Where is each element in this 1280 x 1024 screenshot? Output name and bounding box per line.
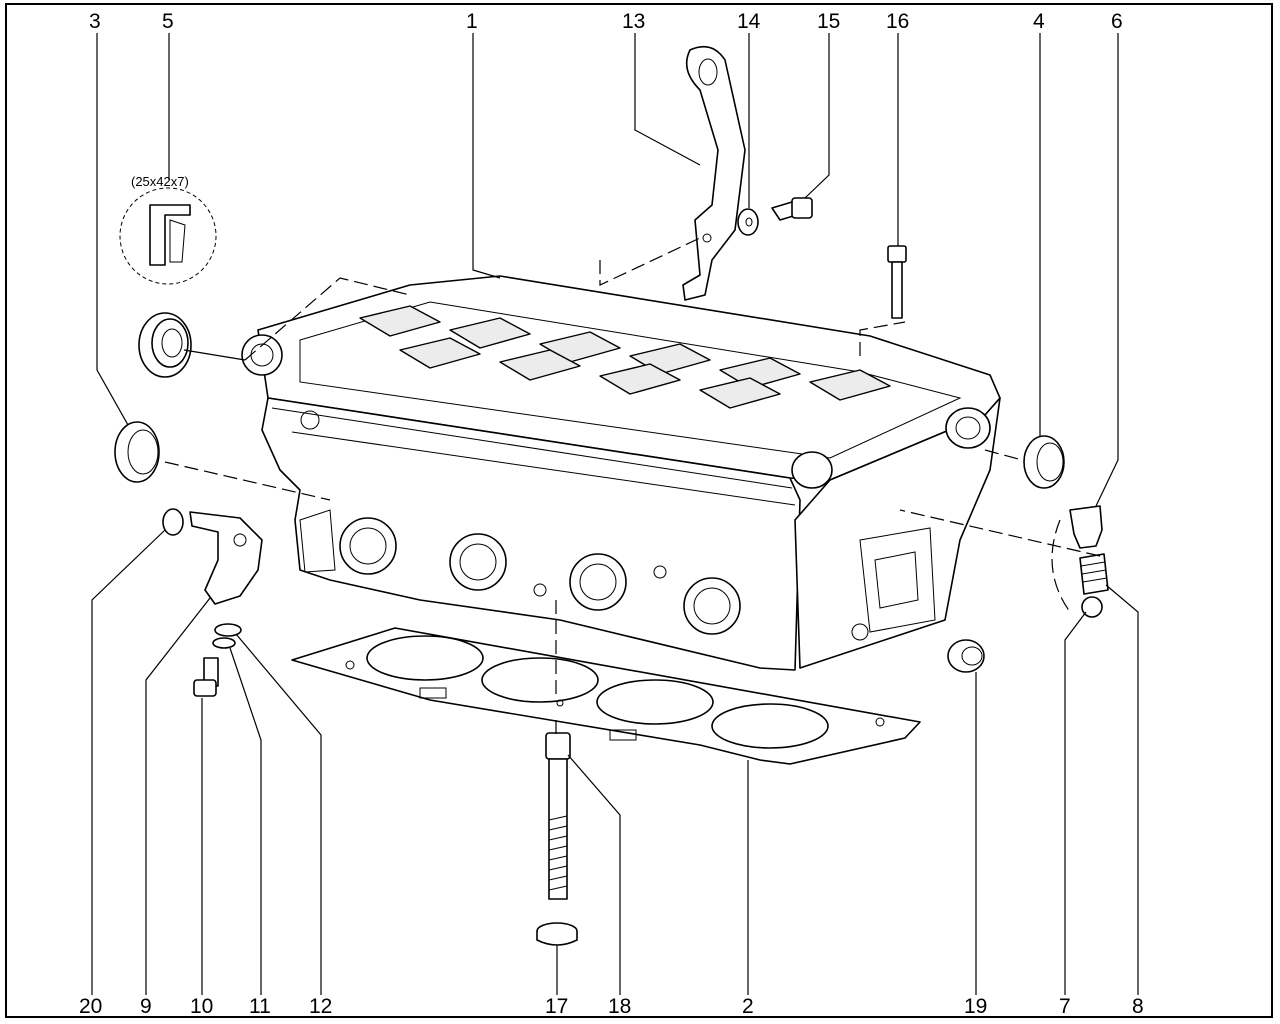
callout-16: 16 — [886, 10, 909, 33]
sensor-o-ring — [162, 508, 184, 536]
head-ports — [339, 517, 741, 635]
bracket-bolt — [771, 197, 813, 221]
head-gasket — [291, 627, 921, 765]
callout-3: 3 — [89, 10, 101, 33]
callout-17: 17 — [545, 995, 568, 1018]
callout-12: 12 — [309, 995, 332, 1018]
callout-18: 18 — [608, 995, 631, 1018]
seal-detail-view — [119, 187, 217, 285]
bracket-washer — [737, 208, 759, 236]
cam-end-plug-rear — [1023, 435, 1065, 489]
sensor-washer-upper — [214, 623, 242, 637]
temperature-sensor — [189, 511, 263, 605]
head-bolt-washer — [536, 922, 578, 946]
callout-14: 14 — [737, 10, 761, 33]
lifting-bracket — [682, 45, 746, 301]
callout-numbers: 3 5 1 13 14 15 16 4 6 20 9 10 11 12 17 1… — [79, 10, 1144, 1018]
cam-end-plug — [114, 421, 160, 483]
callout-2: 2 — [742, 995, 754, 1018]
seal-size-label: (25x42x7) — [131, 174, 189, 189]
alignment-lines — [164, 237, 1101, 735]
callout-19: 19 — [964, 995, 987, 1018]
relief-valve-ball — [1081, 596, 1103, 618]
callout-9: 9 — [140, 995, 152, 1018]
camshaft-oil-seal — [138, 312, 192, 378]
sensor-bolt — [193, 657, 219, 697]
cylinder-head — [241, 275, 1001, 671]
callout-20: 20 — [79, 995, 102, 1018]
relief-valve-spring — [1079, 553, 1109, 595]
callout-10: 10 — [190, 995, 213, 1018]
cam-cover-bolt — [887, 245, 907, 319]
callout-8: 8 — [1132, 995, 1144, 1018]
callout-1: 1 — [466, 10, 478, 33]
callout-11: 11 — [249, 995, 271, 1018]
leader-lines — [91, 33, 1139, 995]
relief-valve-plug — [1069, 505, 1103, 549]
head-blanking-plug — [947, 639, 985, 673]
callout-6: 6 — [1111, 10, 1123, 33]
drawing-frame — [5, 3, 1273, 1018]
callout-13: 13 — [622, 10, 645, 33]
callout-5: 5 — [162, 10, 174, 33]
callout-15: 15 — [817, 10, 840, 33]
cam-bearing-caps — [359, 305, 891, 409]
cylinder-head-bolt — [545, 732, 571, 900]
callout-7: 7 — [1059, 995, 1071, 1018]
sensor-washer-lower — [212, 637, 236, 649]
callout-4: 4 — [1033, 10, 1045, 33]
